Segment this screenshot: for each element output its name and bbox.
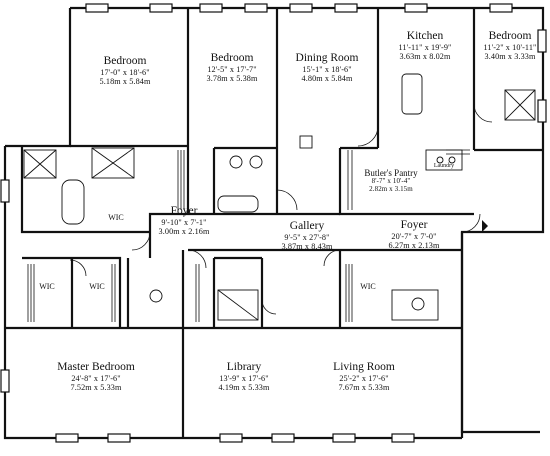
room-dimensions-imperial: 11'-2" x 10'-11" <box>483 42 537 52</box>
room-name: Kitchen <box>406 30 444 42</box>
room-dimensions-metric: 4.80m x 5.84m <box>301 74 353 84</box>
room-dimensions-imperial: 25'-2" x 17'-6" <box>339 373 389 383</box>
room-name: Foyer <box>170 205 198 217</box>
room-name: Dining Room <box>295 52 359 64</box>
room-name: Foyer <box>400 219 428 231</box>
room-dimensions-imperial: 9'-10" x 7'-1" <box>161 217 207 227</box>
room-gallery: Gallery 9'-5" x 27'-8" 3.87m x 8.43m <box>282 220 333 251</box>
room-name: Bedroom <box>488 30 532 42</box>
room-dimensions-imperial: 13'-9" x 17'-6" <box>219 373 269 383</box>
room-foyer-1: Foyer 9'-10" x 7'-1" 3.00m x 2.16m <box>159 205 210 236</box>
room-kitchen: Kitchen 11'-11" x 19'-9" 3.63m x 8.02m <box>399 30 452 61</box>
room-dimensions-imperial: 12'-5" x 17'-7" <box>207 64 257 74</box>
wic-label: WIC <box>89 282 105 291</box>
room-dimensions-imperial: 24'-8" x 17'-6" <box>71 373 121 383</box>
room-dimensions-imperial: 17'-0" x 18'-6" <box>100 67 150 77</box>
room-dimensions-metric: 3.00m x 2.16m <box>158 227 210 237</box>
room-dimensions-metric: 3.78m x 5.38m <box>206 74 258 84</box>
room-bedroom-3: Bedroom 11'-2" x 10'-11" 3.40m x 3.33m <box>484 30 537 61</box>
room-bedroom-2: Bedroom 12'-5" x 17'-7" 3.78m x 5.38m <box>207 52 258 83</box>
room-name: Gallery <box>289 220 325 232</box>
room-dimensions-metric: 2.82m x 3.15m <box>369 184 413 193</box>
room-name: Bedroom <box>103 55 147 67</box>
room-living-room: Living Room 25'-2" x 17'-6" 7.67m x 5.33… <box>333 361 395 392</box>
room-dimensions-metric: 6.27m x 2.13m <box>388 241 440 251</box>
room-dimensions-imperial: 9'-5" x 27'-8" <box>284 232 330 242</box>
room-dimensions-imperial: 20'-7" x 7'-0" <box>391 231 437 241</box>
room-name: Library <box>226 361 262 373</box>
room-name: Master Bedroom <box>57 361 135 373</box>
room-name: Butler's Pantry <box>364 168 418 178</box>
room-library: Library 13'-9" x 17'-6" 4.19m x 5.33m <box>219 361 270 392</box>
room-master-bedroom: Master Bedroom 24'-8" x 17'-6" 7.52m x 5… <box>57 361 135 392</box>
room-dimensions-metric: 7.52m x 5.33m <box>70 383 122 393</box>
room-dimensions-metric: 4.19m x 5.33m <box>218 383 270 393</box>
wic-label: WIC <box>108 213 124 222</box>
room-name: Living Room <box>333 361 395 373</box>
room-dimensions-imperial: 8'-7" x 10'-4" <box>371 177 411 186</box>
room-butlers-pantry: Butler's Pantry 8'-7" x 10'-4" 2.82m x 3… <box>364 168 417 194</box>
room-dining-room: Dining Room 15'-1" x 18'-6" 4.80m x 5.84… <box>296 52 359 83</box>
wic-label: WIC <box>39 282 55 291</box>
room-foyer-2: Foyer 20'-7" x 7'-0" 6.27m x 2.13m <box>389 219 440 250</box>
room-bedroom-1: Bedroom 17'-0" x 18'-6" 5.18m x 5.84m <box>100 55 151 86</box>
laundry-label: Laundry <box>433 163 455 169</box>
room-dimensions-metric: 3.40m x 3.33m <box>484 52 536 62</box>
room-name: Bedroom <box>210 52 254 64</box>
room-dimensions-imperial: 11'-11" x 19'-9" <box>398 42 452 52</box>
room-dimensions-metric: 7.67m x 5.33m <box>338 383 390 393</box>
room-dimensions-metric: 3.63m x 8.02m <box>399 52 451 62</box>
room-dimensions-metric: 3.87m x 8.43m <box>281 242 333 252</box>
room-dimensions-imperial: 15'-1" x 18'-6" <box>302 64 352 74</box>
wic-label: WIC <box>360 282 376 291</box>
room-dimensions-metric: 5.18m x 5.84m <box>99 77 151 87</box>
